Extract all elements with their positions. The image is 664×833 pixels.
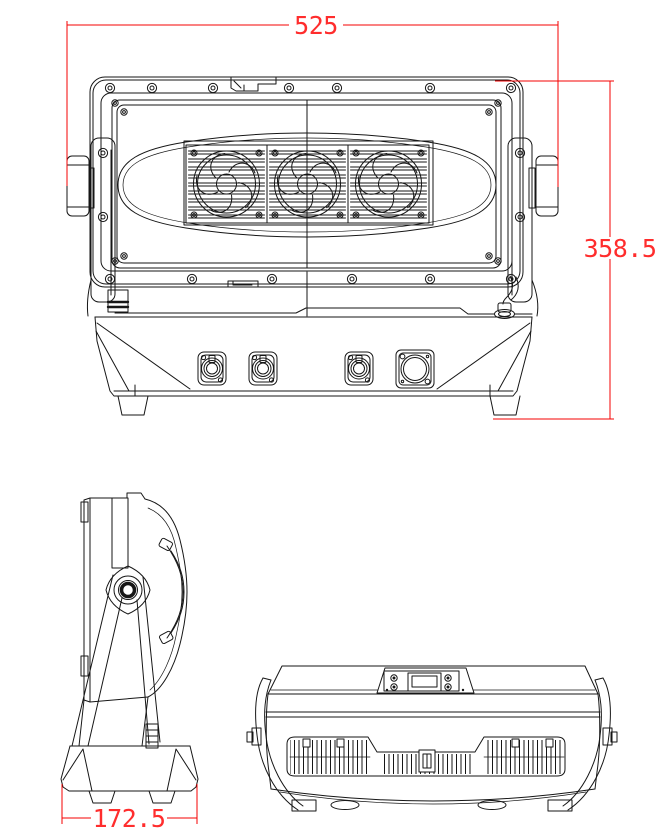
width-dimension: 525 bbox=[66, 11, 559, 187]
handle-recess bbox=[230, 76, 277, 92]
yoke-blade-right bbox=[547, 677, 611, 812]
yoke-arm-right bbox=[507, 137, 539, 317]
fan-grille bbox=[183, 140, 434, 226]
connector bbox=[248, 351, 278, 386]
side-handle bbox=[158, 537, 185, 645]
connector-panel bbox=[197, 349, 435, 389]
foot bbox=[489, 395, 521, 416]
top-knob-left bbox=[246, 727, 262, 746]
side-knob-right bbox=[528, 155, 559, 217]
foot bbox=[88, 790, 116, 804]
side-view bbox=[60, 492, 199, 804]
width-dimension-label: 525 bbox=[294, 11, 338, 40]
fan-panel bbox=[347, 144, 430, 224]
height-dimension: 358.5 bbox=[493, 80, 660, 420]
yoke-arm-left bbox=[86, 137, 116, 317]
depth-dimension-label: 172.5 bbox=[93, 804, 166, 833]
front-base bbox=[94, 316, 533, 416]
connector bbox=[344, 351, 374, 386]
lens-window bbox=[117, 132, 497, 238]
side-yoke bbox=[71, 497, 161, 747]
front-view bbox=[66, 76, 559, 416]
foot bbox=[117, 395, 149, 416]
yoke-blade-left bbox=[255, 677, 317, 812]
top-view bbox=[246, 665, 618, 812]
depth-dimension: 172.5 bbox=[61, 784, 198, 833]
connector-socket bbox=[395, 349, 435, 389]
side-base bbox=[60, 745, 199, 804]
head-profile bbox=[80, 492, 188, 703]
menu-buttons bbox=[390, 674, 452, 691]
control-panel bbox=[376, 667, 475, 694]
foot bbox=[148, 790, 176, 804]
height-dimension-label: 358.5 bbox=[584, 234, 657, 263]
tilt-switch bbox=[145, 723, 159, 749]
pivot-knob bbox=[105, 565, 151, 615]
display-screen bbox=[407, 672, 442, 692]
yoke-crossbar bbox=[114, 307, 533, 315]
connector bbox=[197, 351, 227, 386]
fan-panel bbox=[185, 144, 268, 224]
tilt-clamp bbox=[106, 289, 130, 313]
vent-grille bbox=[286, 736, 566, 777]
top-knob-right bbox=[602, 727, 618, 746]
